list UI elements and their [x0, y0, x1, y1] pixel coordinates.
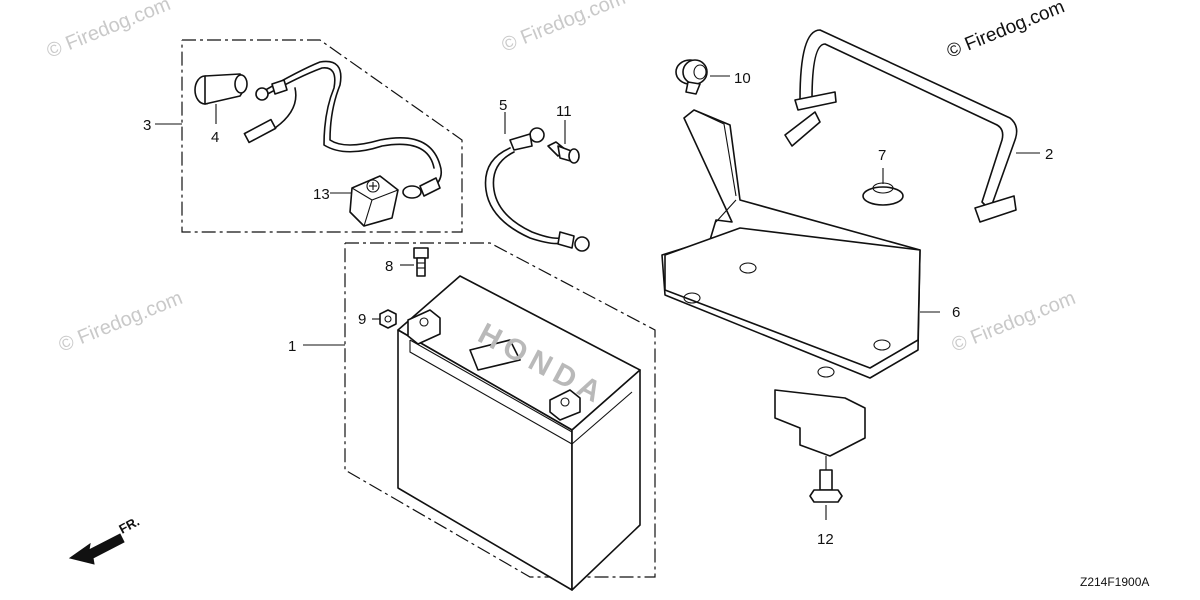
cable-harness-part — [243, 60, 443, 199]
battery-tray-part — [661, 109, 940, 457]
callout-9: 9 — [358, 311, 366, 328]
callout-5: 5 — [499, 97, 507, 114]
watermark-mid-right: © Firedog.com — [949, 287, 1079, 357]
callout-6: 6 — [952, 304, 960, 321]
callout-12: 12 — [817, 531, 834, 548]
watermarks: © Firedog.com © Firedog.com © Firedog.co… — [44, 0, 1079, 357]
callout-2: 2 — [1045, 146, 1053, 163]
callout-11: 11 — [556, 103, 572, 120]
watermark-mid-left: © Firedog.com — [56, 287, 186, 357]
callout-4: 4 — [211, 129, 219, 146]
callout-3: 3 — [143, 117, 151, 134]
grommet-part-7 — [862, 168, 904, 206]
watermark-top-center: © Firedog.com — [499, 0, 629, 57]
clip-part-10 — [675, 59, 730, 95]
front-arrow-icon — [68, 533, 125, 565]
watermark-top-right: © Firedog.com — [944, 0, 1068, 63]
callout-10: 10 — [734, 70, 751, 87]
harness-group-outline — [155, 39, 463, 233]
battery-group-outline — [303, 242, 656, 578]
bolt-part-11 — [547, 120, 580, 164]
battery-cable-part — [484, 112, 590, 252]
front-direction-indicator: FR. — [68, 514, 142, 565]
bolt-part-8 — [400, 247, 429, 277]
callouts: 3 4 13 5 11 10 2 7 8 9 1 6 12 — [143, 70, 1053, 548]
callout-13: 13 — [313, 186, 330, 203]
watermark-top-left: © Firedog.com — [44, 0, 174, 63]
front-label: FR. — [116, 514, 142, 537]
terminal-cover-part — [194, 73, 248, 124]
figure-code: Z214F1900A — [1080, 575, 1149, 589]
callout-7: 7 — [878, 147, 886, 164]
battery-part: HONDA — [397, 275, 641, 591]
bolt-part-12 — [809, 456, 843, 520]
callout-8: 8 — [385, 258, 393, 275]
strap-part-2 — [784, 29, 1040, 223]
nut-part-9 — [372, 309, 397, 329]
callout-1: 1 — [288, 338, 296, 355]
fuse-holder-part — [330, 175, 399, 227]
